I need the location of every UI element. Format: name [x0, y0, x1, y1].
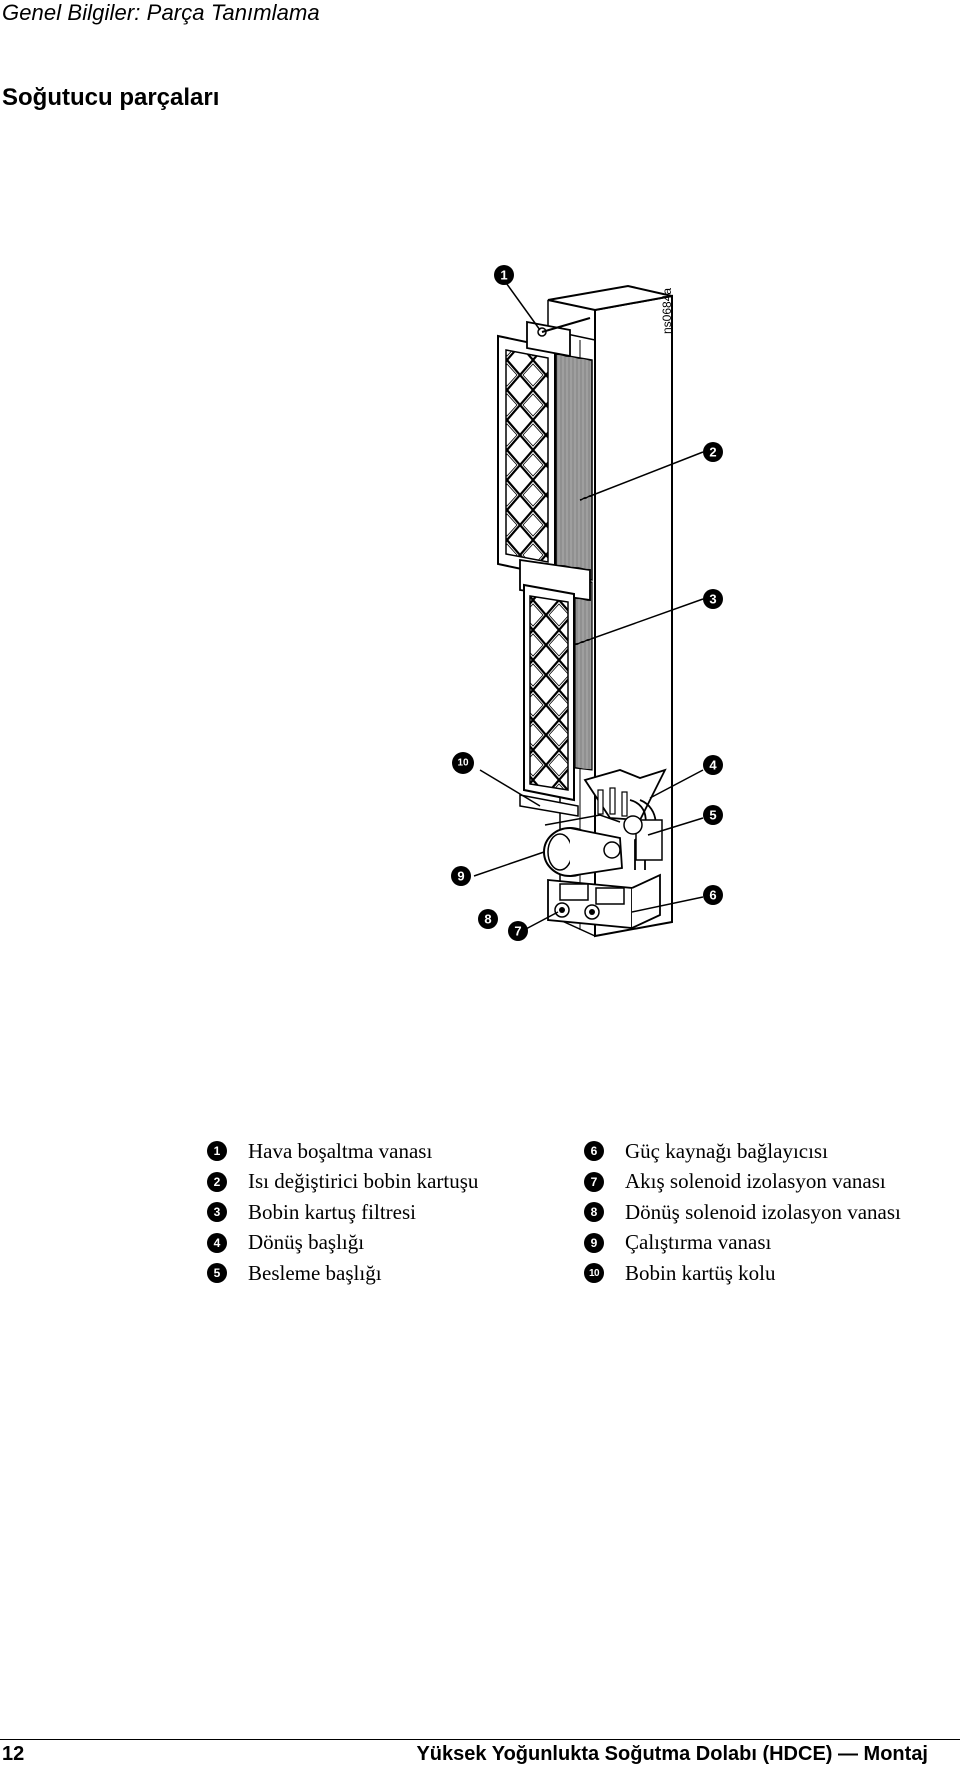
- legend-item: 1 Hava boşaltma vanası: [207, 1136, 478, 1167]
- section-title: Soğutucu parçaları: [2, 84, 220, 111]
- headers-drawing: [583, 768, 667, 870]
- callout-7: 7: [508, 921, 528, 941]
- legend-number: 6: [584, 1141, 604, 1162]
- callout-6-label: 6: [709, 888, 716, 903]
- legend-label: Güç kaynağı bağlayıcısı: [625, 1138, 828, 1163]
- callout-1-label: 1: [500, 268, 507, 283]
- solenoid-valves-drawing: [547, 873, 661, 929]
- cooler-illustration: ns0684a 1 2 3 4 5 6 7 8 9 10: [451, 265, 723, 941]
- page-number: 12: [2, 1743, 25, 1765]
- legend-item: 10 Bobin kartüş kolu: [584, 1258, 901, 1289]
- legend-left: 1 Hava boşaltma vanası 2 Isı değiştirici b…: [207, 1136, 478, 1289]
- callout-8: 8: [478, 909, 498, 929]
- legend-item: 3 Bobin kartuş filtresi: [207, 1197, 478, 1228]
- callout-1: 1: [494, 265, 514, 285]
- callout-9: 9: [451, 866, 471, 886]
- legend-number: 8: [584, 1202, 604, 1223]
- legend-label: Isı değiştirici bobin kartuşu: [248, 1169, 479, 1194]
- legend-label: Bobin kartuş filtresi: [248, 1199, 416, 1224]
- callout-4-label: 4: [709, 758, 717, 773]
- callout-5: 5: [703, 805, 723, 825]
- legend-number: 1: [207, 1141, 227, 1162]
- legend-number: 9: [584, 1232, 604, 1253]
- callout-2-label: 2: [709, 445, 716, 460]
- legend-item: 7 Akış solenoid izolasyon vanası: [584, 1167, 901, 1198]
- legend-number: 10: [584, 1263, 604, 1284]
- callout-10: 10: [452, 752, 474, 774]
- legend-number: 2: [207, 1171, 227, 1192]
- callout-2: 2: [703, 442, 723, 462]
- legend-item: 2 Isı değiştirici bobin kartuşu: [207, 1167, 478, 1198]
- callout-3-label: 3: [709, 592, 716, 607]
- cooler-parts-figure: ns0684a 1 2 3 4 5 6 7 8 9 10: [451, 265, 723, 941]
- legend-label: Dönüş başlığı: [248, 1230, 365, 1255]
- legend-number: 5: [207, 1263, 227, 1284]
- coil-cartridge-drawing: [555, 353, 593, 771]
- legend-label: Akış solenoid izolasyon vanası: [625, 1169, 886, 1194]
- legend-item: 5 Besleme başlığı: [207, 1258, 478, 1289]
- leader-lines: [473, 279, 704, 931]
- legend-label: Besleme başlığı: [248, 1260, 382, 1285]
- callout-8-label: 8: [484, 912, 491, 927]
- legend-label: Hava boşaltma vanası: [248, 1138, 433, 1163]
- figure-id: ns0684a: [660, 288, 674, 334]
- legend-label: Dönüş solenoid izolasyon vanası: [625, 1199, 901, 1224]
- filter-panel-top-drawing: [497, 317, 591, 578]
- callout-7-label: 7: [514, 924, 521, 939]
- legend-right: 6 Güç kaynağı bağlayıcısı 7 Akış solenoid …: [584, 1136, 901, 1289]
- legend-item: 6 Güç kaynağı bağlayıcısı: [584, 1136, 901, 1167]
- callout-5-label: 5: [709, 808, 716, 823]
- filter-panel-bottom-drawing: [519, 558, 591, 817]
- legend-number: 7: [584, 1171, 604, 1192]
- callout-9-label: 9: [457, 869, 464, 884]
- document-title: Yüksek Yoğunlukta Soğutma Dolabı (HDCE) …: [416, 1743, 928, 1765]
- legend-item: 4 Dönüş başlığı: [207, 1228, 478, 1259]
- legend-number: 3: [207, 1202, 227, 1223]
- callout-4: 4: [703, 755, 723, 775]
- legend-label: Bobin kartüş kolu: [625, 1260, 776, 1285]
- running-header: Genel Bilgiler: Parça Tanımlama: [2, 0, 320, 25]
- callout-6: 6: [703, 885, 723, 905]
- callout-3: 3: [703, 589, 723, 609]
- footer-rule: [0, 1739, 960, 1740]
- legend-number: 4: [207, 1232, 227, 1253]
- callout-10-label: 10: [457, 758, 469, 769]
- legend-item: 9 Çalıştırma vanası: [584, 1228, 901, 1259]
- legend-item: 8 Dönüş solenoid izolasyon vanası: [584, 1197, 901, 1228]
- legend-label: Çalıştırma vanası: [625, 1230, 772, 1255]
- start-valve-drawing: [543, 814, 623, 877]
